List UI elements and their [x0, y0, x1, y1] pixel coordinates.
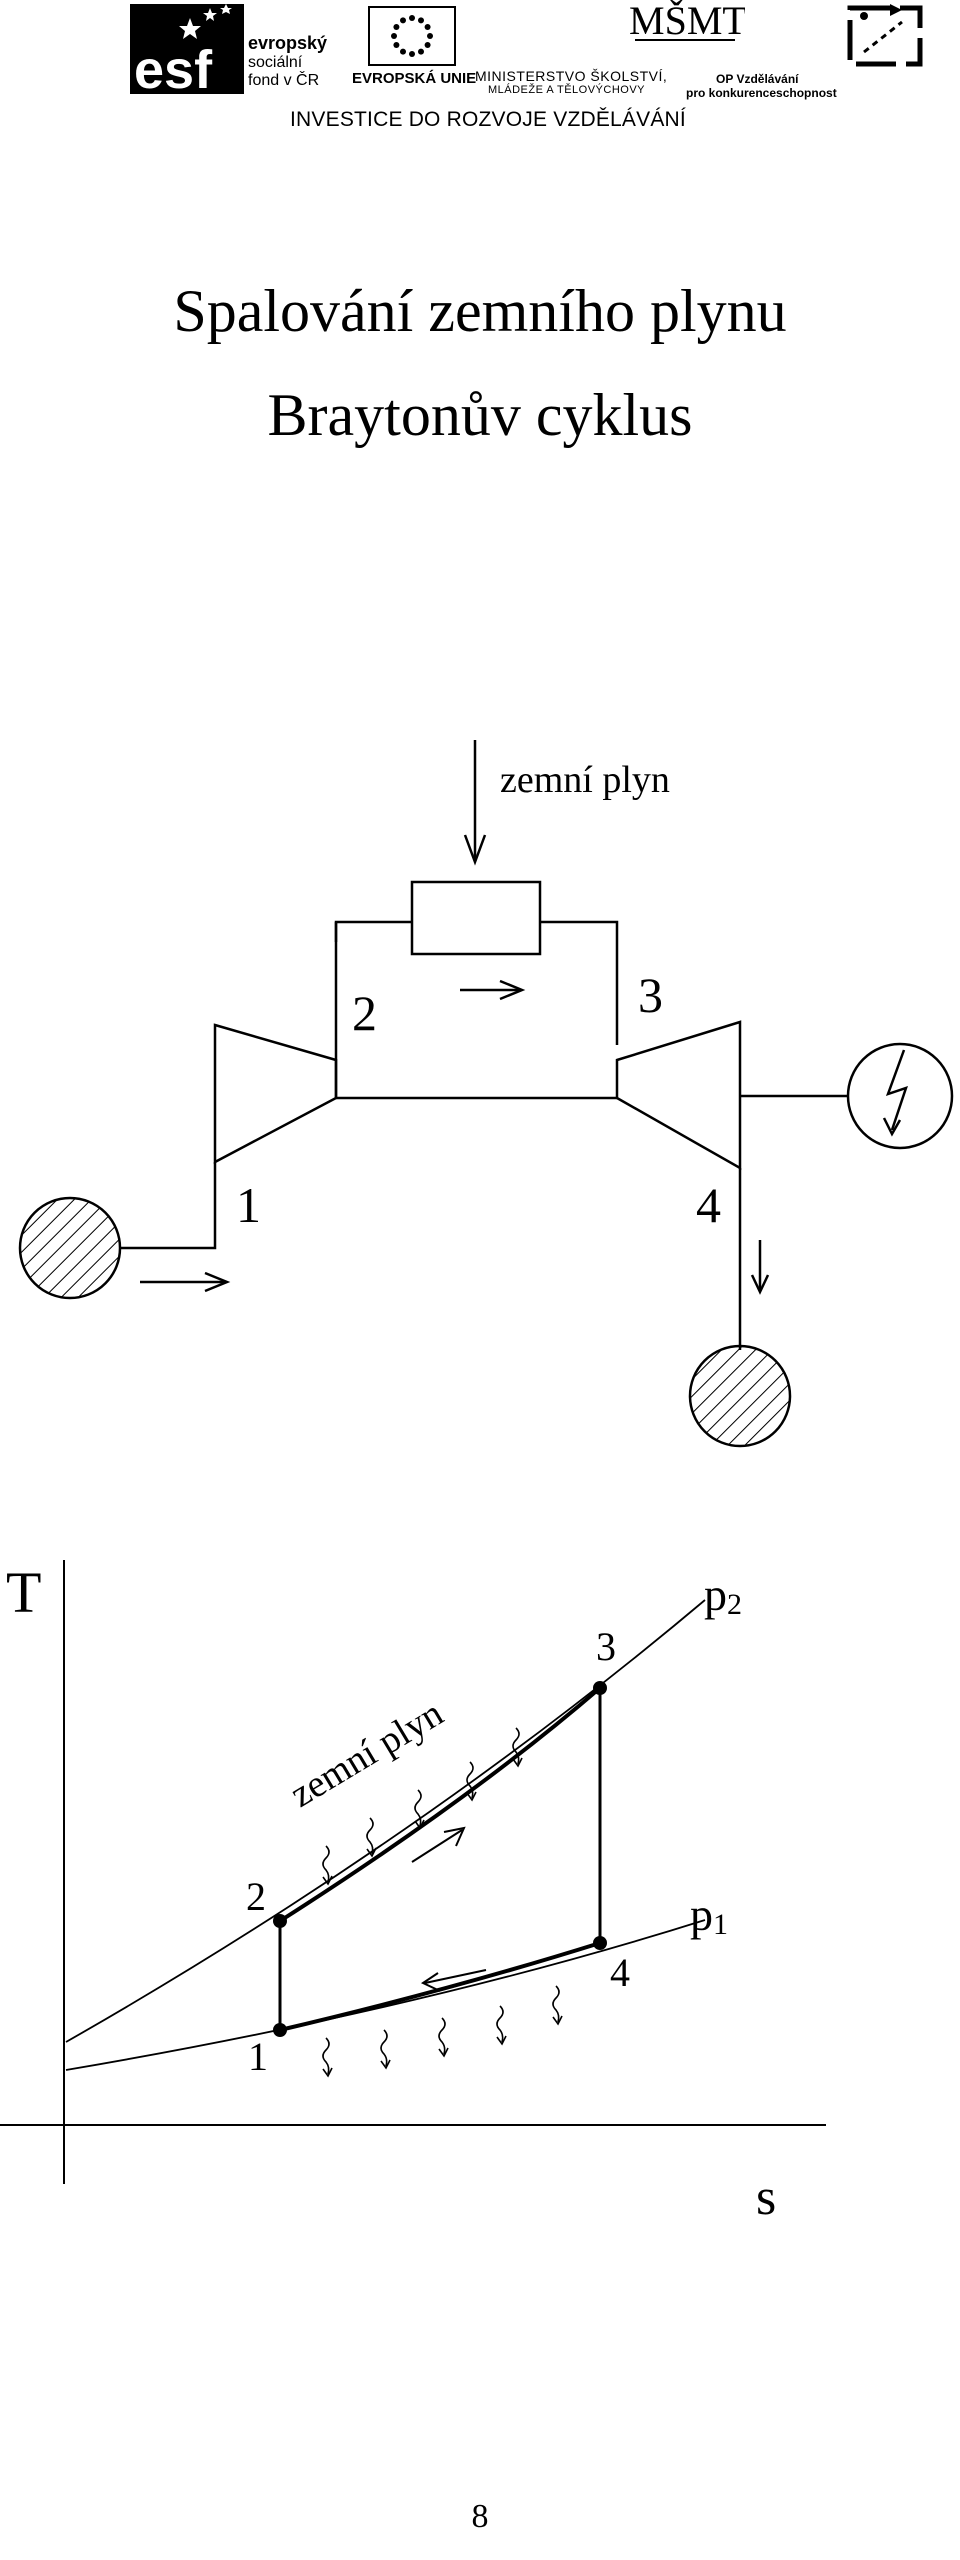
heat-in-squiggle	[366, 1817, 374, 1855]
heat-out-squiggle	[438, 2017, 446, 2055]
generator	[846, 1042, 954, 1150]
t-s-diagram: T s p2 p1 1 2 3 4 zemní plyn	[0, 1560, 826, 2226]
ts-point-3: 3	[596, 1624, 616, 1669]
duct-chamber-to-turbine	[540, 920, 619, 1045]
isobar-p1-label: p1	[690, 1889, 728, 1941]
heat-in-squiggle	[414, 1789, 422, 1827]
ts-point-4-dot	[593, 1936, 607, 1950]
eu-star-icon	[424, 42, 431, 48]
page-subtitle: Braytonův cyklus	[267, 382, 693, 448]
eu-star-icon	[409, 51, 415, 57]
eu-star-icon	[427, 33, 433, 39]
msmt-logo: MŠMT	[525, 0, 765, 100]
arrow-cooling	[424, 1969, 487, 1984]
heat-in-squiggle	[322, 1845, 330, 1883]
eu-star-icon	[393, 42, 400, 48]
ts-point-1-dot	[273, 2023, 287, 2037]
esf-caption-line2: sociální	[248, 54, 303, 71]
arrow-heating	[411, 1829, 463, 1863]
fuel-arrowhead	[463, 834, 487, 866]
heat-in-squiggle	[512, 1727, 520, 1765]
combustion-chamber	[410, 880, 542, 956]
isobar-p2-label: p2	[704, 1569, 742, 1621]
op-caption-line2: pro konkurenceschopnost	[686, 86, 837, 100]
process-4-1	[279, 1941, 601, 2032]
esf-caption-line3: fond v ČR	[248, 72, 320, 89]
ts-fuel-label: zemní plyn	[283, 1692, 450, 1816]
gas-turbine-scheme: zemní plyn 2 3 1 4	[18, 740, 954, 1448]
header-logos: esf evropský sociální fond v ČR EVROPSKÁ…	[130, 0, 923, 140]
ts-point-2-dot	[273, 1914, 287, 1928]
eu-flag-logo	[368, 6, 456, 66]
t-axis-label: T	[6, 1560, 41, 1625]
esf-caption-line1: evropský	[248, 33, 328, 53]
heat-in-squiggle	[466, 1761, 474, 1799]
op-vzdelavani-logo	[710, 0, 923, 100]
eu-star-icon	[409, 15, 415, 21]
header-tagline: INVESTICE DO ROZVOJE VZDĚLÁVÁNÍ	[290, 108, 686, 131]
scheme-point-3: 3	[638, 967, 663, 1023]
air-inlet-source	[18, 1196, 122, 1300]
eu-caption: EVROPSKÁ UNIE	[352, 70, 477, 87]
eu-star-icon	[393, 24, 400, 30]
ts-point-3-dot	[593, 1681, 607, 1695]
page-number: 8	[471, 2498, 489, 2535]
heat-out-squiggle	[552, 1985, 560, 2023]
msmt-caption-line2: MLÁDEŽE A TĚLOVÝCHOVY	[488, 84, 646, 96]
heat-out-squiggle	[380, 2029, 388, 2067]
ts-point-2: 2	[246, 1874, 266, 1919]
isobar-p1	[65, 1919, 706, 2071]
msmt-logo-letters: MŠMT	[629, 0, 745, 43]
eu-star-icon	[400, 48, 406, 55]
fuel-label: zemní plyn	[500, 759, 670, 801]
scheme-point-4: 4	[696, 1177, 721, 1233]
heat-output-squiggles	[322, 1985, 563, 2078]
inlet-duct	[120, 1162, 217, 1250]
scheme-point-1: 1	[236, 1177, 261, 1233]
esf-logo-letters: esf	[134, 40, 213, 94]
duct-compressor-to-chamber	[334, 920, 412, 942]
eu-star-icon	[418, 48, 424, 55]
esf-logo: esf	[130, 4, 244, 100]
process-2-3	[278, 1686, 602, 1923]
scheme-point-2: 2	[352, 985, 377, 1041]
heat-out-squiggle	[496, 2005, 504, 2043]
ts-point-1: 1	[248, 2034, 268, 2079]
eu-star-icon	[400, 17, 406, 24]
exhaust-sink	[688, 1344, 792, 1448]
eu-star-icon	[418, 17, 424, 24]
heat-input-squiggles	[322, 1727, 523, 1886]
compressor	[213, 1023, 338, 1165]
op-caption-line1: OP Vzdělávání	[716, 72, 799, 86]
ts-point-4: 4	[610, 1950, 630, 1995]
heat-out-squiggle	[322, 2037, 330, 2075]
lightning-icon	[885, 1049, 908, 1131]
eu-star-icon	[391, 33, 397, 39]
s-axis-label: s	[756, 2169, 776, 2226]
msmt-caption-line1: MINISTERSTVO ŠKOLSTVÍ,	[475, 68, 668, 84]
isobar-p2	[65, 1599, 706, 2043]
page-title: Spalování zemního plynu	[173, 278, 787, 344]
turbine	[615, 1020, 742, 1171]
eu-star-icon	[424, 24, 431, 30]
